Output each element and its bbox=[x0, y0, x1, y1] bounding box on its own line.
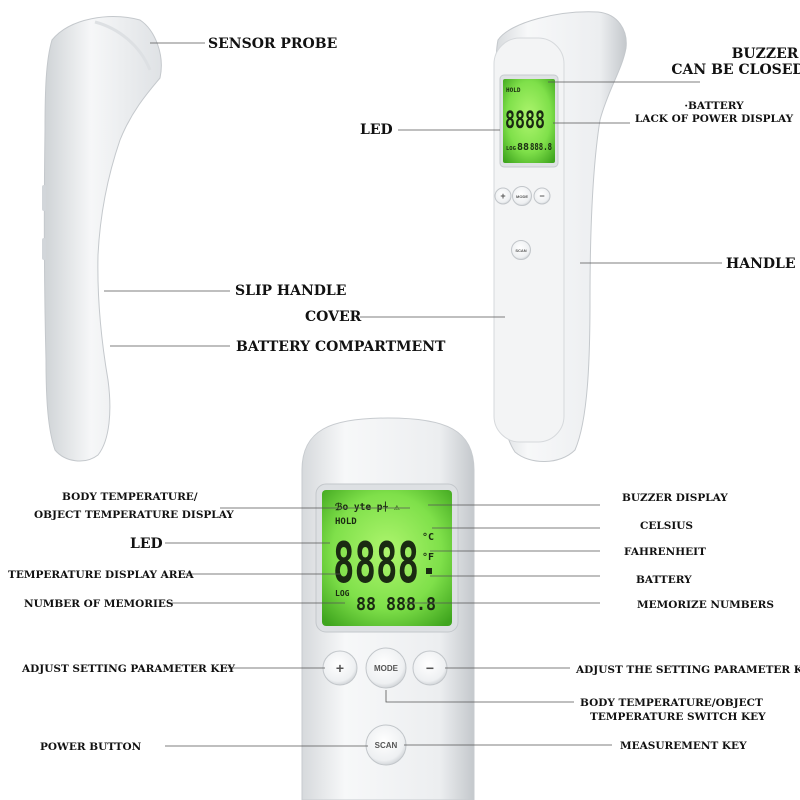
closeup-mode-button[interactable] bbox=[365, 647, 407, 689]
label-buzzer-line2: CAN BE CLOSED bbox=[671, 62, 800, 78]
front-lcd-hold: HOLD bbox=[506, 87, 521, 94]
label-led-top: LED bbox=[360, 122, 393, 138]
front-lcd-memory: 88 bbox=[517, 142, 529, 153]
front-lcd-digits: 8888 bbox=[505, 106, 545, 134]
label-power-button: POWER BUTTON bbox=[40, 741, 142, 753]
closeup-plus-label: + bbox=[336, 660, 344, 676]
label-handle: HANDLE bbox=[726, 256, 796, 272]
front-view-lcd bbox=[503, 79, 555, 163]
closeup-lcd-icons: ℬo yte p⍭ ⚠ bbox=[335, 501, 400, 513]
front-plus-label: + bbox=[500, 191, 505, 201]
front-plus-button[interactable] bbox=[494, 187, 512, 205]
label-led-bottom: LED bbox=[130, 536, 163, 552]
closeup-lcd-log: LOG bbox=[335, 589, 350, 598]
label-adjust-left: ADJUST SETTING PARAMETER KEY bbox=[21, 663, 236, 675]
front-scan-button[interactable] bbox=[511, 240, 531, 260]
label-slip-handle: SLIP HANDLE bbox=[235, 283, 346, 299]
label-celsius: CELSIUS bbox=[640, 520, 693, 532]
closeup-lcd-fahrenheit: °F bbox=[422, 552, 434, 563]
label-buzzer-line1: BUZZER bbox=[732, 46, 799, 62]
closeup-lcd-log-value: 888.8 bbox=[386, 594, 436, 615]
label-sensor-probe: SENSOR PROBE bbox=[208, 36, 337, 52]
label-body-obj-line1: BODY TEMPERATURE/ bbox=[62, 491, 198, 503]
closeup-mode-label: MODE bbox=[374, 664, 399, 673]
label-switch-line2: TEMPERATURE SWITCH KEY bbox=[590, 711, 766, 723]
side-view-slot-2 bbox=[42, 238, 46, 260]
label-fahrenheit: FAHRENHEIT bbox=[624, 546, 706, 558]
front-minus-button[interactable] bbox=[533, 187, 551, 205]
label-number-of-memories: NUMBER OF MEMORIES bbox=[24, 598, 174, 610]
labels: SENSOR PROBE SLIP HANDLE COVER BATTERY C… bbox=[8, 36, 800, 753]
front-view-device: HOLD 8888 LOG 88 888.8 + MODE − SCAN bbox=[493, 11, 627, 462]
side-view-slot-1 bbox=[42, 185, 46, 211]
label-switch-line1: BODY TEMPERATURE/OBJECT bbox=[580, 697, 763, 709]
label-buzzer-display: BUZZER DISPLAY bbox=[622, 492, 728, 504]
label-battery-line1: ·BATTERY bbox=[684, 100, 744, 112]
closeup-lcd-lock-icon bbox=[426, 568, 432, 574]
closeup-lcd-celsius: °C bbox=[422, 532, 434, 543]
closeup-scan-label: SCAN bbox=[375, 741, 398, 750]
closeup-lcd-hold: HOLD bbox=[335, 517, 357, 527]
label-cover: COVER bbox=[305, 309, 362, 325]
closeup-lcd-digits: 8888 bbox=[333, 531, 419, 596]
label-battery: BATTERY bbox=[636, 574, 692, 586]
front-scan-label: SCAN bbox=[515, 248, 526, 253]
front-lcd-log-value: 888.8 bbox=[530, 142, 552, 153]
label-measurement-key: MEASUREMENT KEY bbox=[620, 740, 747, 752]
label-body-obj-line2: OBJECT TEMPERATURE DISPLAY bbox=[34, 509, 234, 521]
front-mode-label: MODE bbox=[516, 194, 528, 199]
closeup-lcd bbox=[322, 490, 452, 626]
label-temp-display-area: TEMPERATURE DISPLAY AREA bbox=[8, 569, 195, 581]
front-lcd-log: LOG bbox=[506, 146, 517, 152]
side-view-probe-ridge bbox=[94, 20, 152, 71]
closeup-minus-label: − bbox=[426, 660, 434, 676]
label-battery-compartment: BATTERY COMPARTMENT bbox=[236, 339, 446, 355]
closeup-lcd-memory: 88 bbox=[356, 594, 376, 615]
closeup-device: ℬo yte p⍭ ⚠ HOLD 8888 °C °F LOG 88 888.8… bbox=[301, 417, 475, 800]
side-view-device bbox=[42, 16, 162, 462]
front-mode-button[interactable] bbox=[512, 186, 532, 206]
side-view-body bbox=[43, 16, 162, 462]
label-battery-line2: LACK OF POWER DISPLAY bbox=[635, 113, 794, 125]
label-memorize-numbers: MEMORIZE NUMBERS bbox=[637, 599, 774, 611]
label-adjust-right: ADJUST THE SETTING PARAMETER KEY bbox=[575, 664, 800, 676]
front-minus-label: − bbox=[539, 191, 544, 201]
leader-lines bbox=[104, 42, 722, 747]
